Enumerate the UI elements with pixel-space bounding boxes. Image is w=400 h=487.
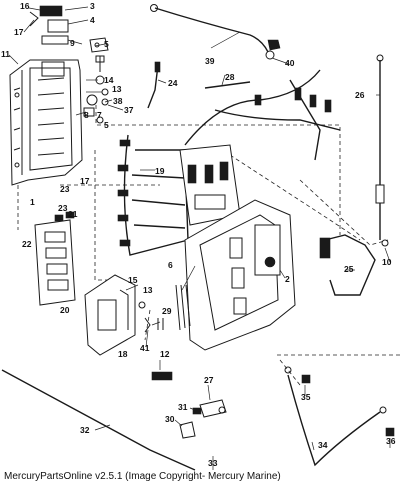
part-39-battery-cable xyxy=(150,4,281,60)
callout-17: 17 xyxy=(14,27,24,37)
part-25-harness xyxy=(319,234,389,296)
callout-5b: 5 xyxy=(104,120,109,130)
callout-34: 34 xyxy=(318,440,328,450)
callout-7: 7 xyxy=(97,110,102,120)
callout-3: 3 xyxy=(90,1,95,11)
callout-37: 37 xyxy=(124,105,134,115)
callout-6: 6 xyxy=(168,260,173,270)
callout-17b: 17 xyxy=(80,176,90,186)
callout-11: 11 xyxy=(1,49,10,59)
callout-31: 31 xyxy=(178,402,188,412)
part-2-electrical-cover xyxy=(184,199,296,351)
callout-26: 26 xyxy=(355,90,365,100)
callout-19: 19 xyxy=(155,166,165,176)
leader-lines xyxy=(8,6,391,470)
callout-2: 2 xyxy=(285,274,290,284)
callout-24: 24 xyxy=(168,78,178,88)
callout-9: 9 xyxy=(70,38,75,48)
callout-5: 5 xyxy=(104,39,109,49)
callout-14: 14 xyxy=(104,75,114,85)
part-26-ground-wire xyxy=(375,54,385,240)
callout-10: 10 xyxy=(382,257,392,267)
part-32-wire xyxy=(1,369,196,471)
callout-4: 4 xyxy=(90,15,95,25)
hardware-stack xyxy=(83,55,109,124)
part-19-wiring-harness xyxy=(117,69,341,256)
callout-1: 1 xyxy=(30,197,35,207)
callout-18: 18 xyxy=(118,349,128,359)
part-6-fasteners xyxy=(175,284,191,331)
callout-15: 15 xyxy=(128,275,138,285)
callout-16: 16 xyxy=(20,1,30,11)
part-27-30-31-connectors xyxy=(179,399,227,439)
callout-32: 32 xyxy=(80,425,90,435)
callout-13: 13 xyxy=(112,84,122,94)
part-34-cable xyxy=(284,366,395,467)
callout-23b: 23 xyxy=(58,203,68,213)
part-3-4-16-connectors xyxy=(29,5,109,53)
callout-23: 23 xyxy=(60,184,70,194)
callout-21: 21 xyxy=(68,209,78,219)
callout-40: 40 xyxy=(285,58,295,68)
part-18-control-module xyxy=(84,274,136,356)
callout-labels: 3 16 4 17 9 5 11 39 40 14 24 28 13 26 38… xyxy=(1,1,396,468)
callout-41: 41 xyxy=(140,343,150,353)
callout-12: 12 xyxy=(160,349,170,359)
copyright-caption: MercuryPartsOnline v2.5.1 (Image Copyrig… xyxy=(4,471,281,482)
callout-28: 28 xyxy=(225,72,235,82)
callout-30: 30 xyxy=(165,414,175,424)
callout-8: 8 xyxy=(84,110,89,120)
callout-25: 25 xyxy=(344,264,354,274)
callout-27: 27 xyxy=(204,375,214,385)
callout-39: 39 xyxy=(205,56,215,66)
callout-20: 20 xyxy=(60,305,70,315)
part-24-28-wires xyxy=(147,61,251,109)
callout-38: 38 xyxy=(113,96,123,106)
callout-29: 29 xyxy=(162,306,172,316)
part-1-electrical-bracket xyxy=(9,59,83,186)
callout-36: 36 xyxy=(386,436,396,446)
part-13-29-41-hardware xyxy=(138,301,164,333)
callout-33: 33 xyxy=(208,458,218,468)
callout-35: 35 xyxy=(301,392,311,402)
part-20-relay-block xyxy=(34,211,76,306)
callout-22: 22 xyxy=(22,239,32,249)
callout-13b: 13 xyxy=(143,285,153,295)
part-12-sleeve xyxy=(151,371,173,381)
